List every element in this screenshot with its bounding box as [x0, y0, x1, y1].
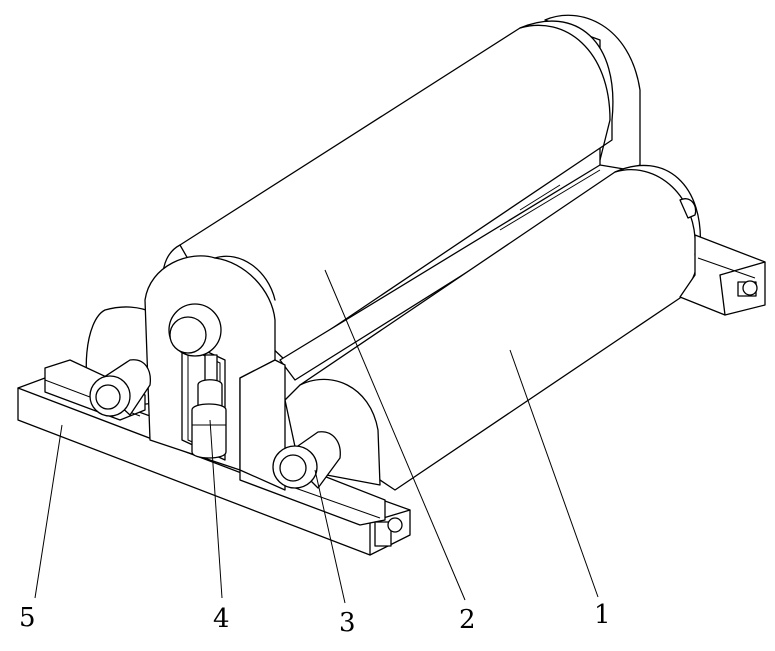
bearing-block-right: [272, 431, 341, 489]
label-part-1: 1: [594, 600, 611, 630]
label-part-3: 3: [339, 608, 356, 638]
adjusting-screw: [191, 354, 227, 459]
bearing-block-left: [89, 359, 151, 417]
leader-lines: [34, 269, 599, 604]
right-rail: [679, 234, 766, 316]
part-labels: 1 2 3 4 5: [19, 600, 611, 638]
label-part-2: 2: [459, 605, 476, 635]
label-part-5: 5: [19, 603, 36, 633]
label-part-4: 4: [213, 604, 230, 634]
upper-roller: [162, 14, 641, 361]
